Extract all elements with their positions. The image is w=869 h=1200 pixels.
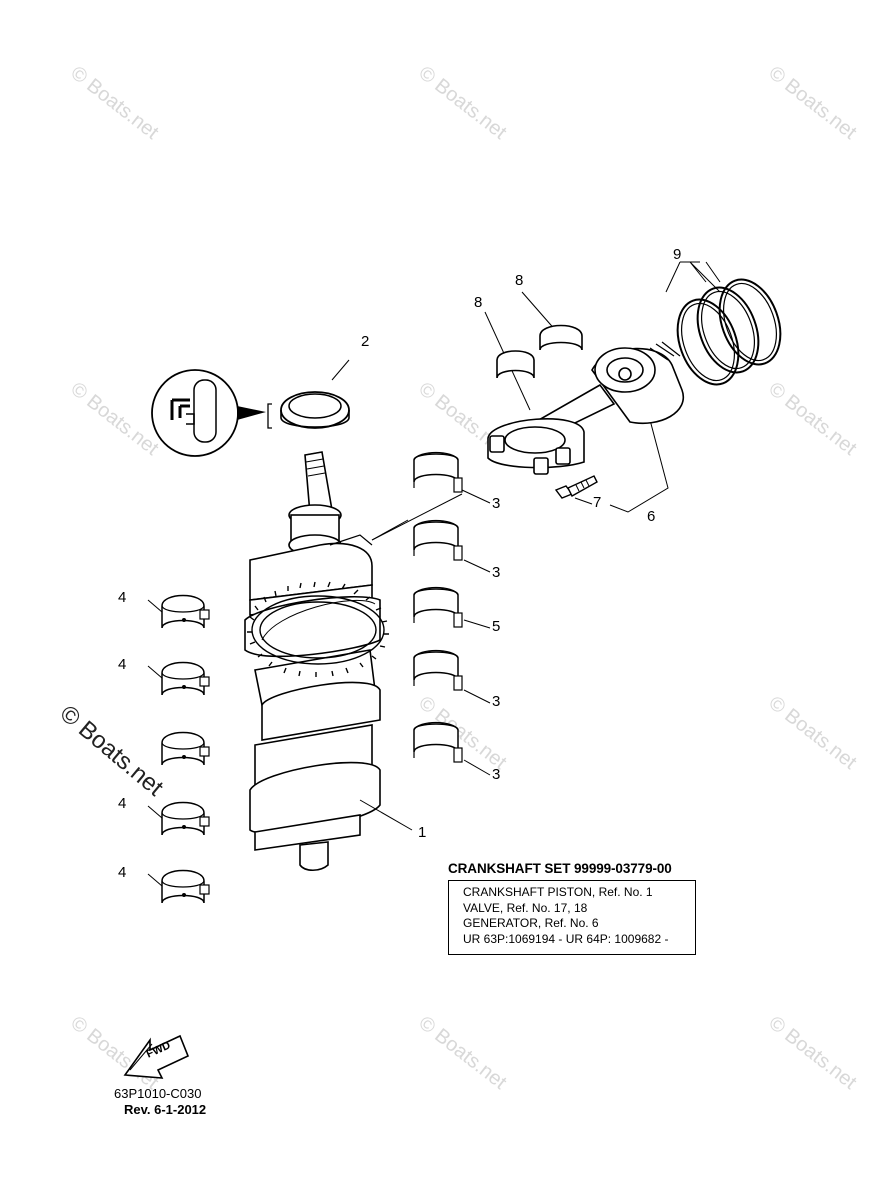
set-title: CRANKSHAFT SET 99999-03779-00 (448, 861, 672, 876)
callout-number: 4 (118, 795, 127, 812)
seal-detail-callout (151, 369, 272, 457)
callout-number: 7 (593, 494, 602, 511)
conrod-bolt (554, 475, 598, 499)
callout-number: 5 (492, 618, 501, 635)
main-bearing-lower (161, 594, 210, 629)
main-bearing-lower (161, 869, 210, 904)
timing-gear (247, 581, 389, 677)
main-bearing-upper (413, 519, 463, 561)
callout-number: 6 (647, 508, 656, 525)
piston-rings (676, 278, 782, 386)
callout-number: 2 (361, 333, 370, 350)
conrod-bearing (496, 324, 583, 379)
crankshaft (244, 451, 409, 872)
main-bearing-upper (413, 721, 463, 763)
piston-conrod-assembly (487, 341, 685, 475)
note-line: VALVE, Ref. No. 17, 18 (463, 900, 588, 915)
oil-seal (280, 359, 350, 429)
notes-box: CRANKSHAFT PISTON, Ref. No. 1 VALVE, Ref… (448, 880, 696, 955)
callout-number: 4 (118, 864, 127, 881)
diagram-code-block: 63P1010-C030 Rev. 6-1-2012 (114, 1086, 206, 1118)
revision-date: Rev. 6-1-2012 (124, 1102, 207, 1117)
fwd-arrow-icon (123, 1034, 190, 1079)
note-line: CRANKSHAFT PISTON, Ref. No. 1 (463, 885, 653, 899)
callout-number: 8 (474, 294, 483, 311)
callout-number: 1 (418, 824, 427, 841)
note-line: UR 63P:1069194 - UR 64P: 1009682 - (463, 931, 669, 946)
callout-number: 3 (492, 693, 501, 710)
callout-number: 4 (118, 589, 127, 606)
main-bearing-upper (413, 649, 463, 691)
main-bearing-lower (161, 801, 210, 836)
callout-number: 3 (492, 564, 501, 581)
main-bearing-lower (161, 661, 210, 696)
callout-number: 8 (515, 272, 524, 289)
note-line: GENERATOR, Ref. No. 6 (463, 916, 599, 930)
main-bearing-lower (161, 731, 210, 766)
diagram-code: 63P1010-C030 (114, 1086, 202, 1101)
callout-number: 9 (673, 246, 682, 263)
callout-number: 3 (492, 495, 501, 512)
callout-number: 4 (118, 656, 127, 673)
callout-number: 3 (492, 766, 501, 783)
main-bearing-upper (413, 451, 463, 493)
thrust-bearing (413, 586, 463, 628)
